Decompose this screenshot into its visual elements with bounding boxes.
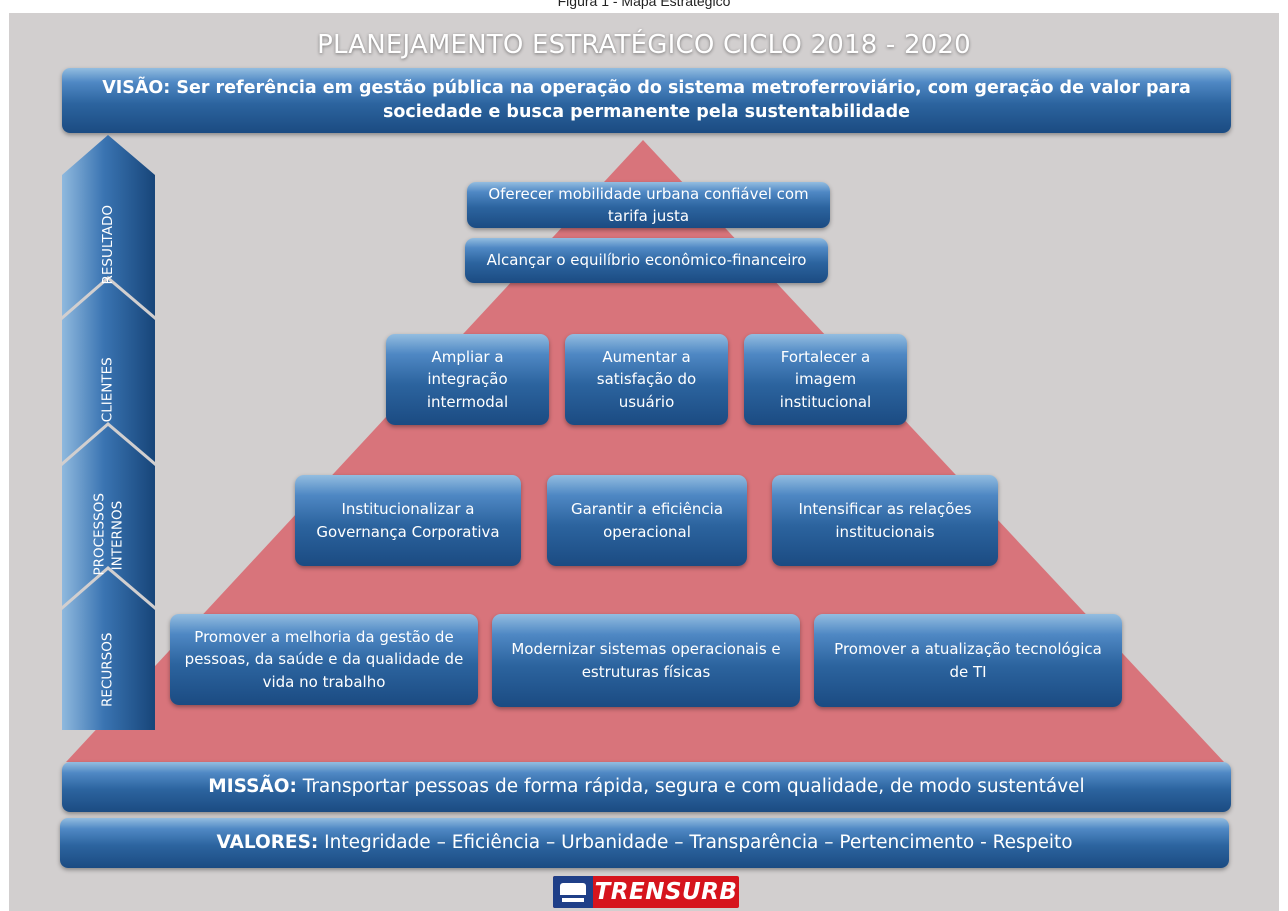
mission-text: Transportar pessoas de forma rápida, seg… xyxy=(296,775,1085,797)
arrow-segment-resultado xyxy=(62,135,155,316)
mission-label: MISSÃO: xyxy=(208,775,297,797)
arrow-segment-processos xyxy=(62,426,155,606)
objective-box: Alcançar o equilíbrio econômico-financei… xyxy=(465,238,828,283)
figure-caption: Figura 1 - Mapa Estratégico xyxy=(557,0,731,9)
objective-box: Aumentar a satisfação do usuário xyxy=(565,334,728,425)
objective-box: Ampliar a integração intermodal xyxy=(386,334,549,425)
objective-box: Promover a melhoria da gestão de pessoas… xyxy=(170,614,478,705)
perspective-label-resultado: RESULTADO xyxy=(99,205,116,285)
diagram-title: PLANEJAMENTO ESTRATÉGICO CICLO 2018 - 20… xyxy=(317,30,971,60)
perspective-processos: PROCESSOS INTERNOS xyxy=(62,466,155,606)
perspective-recursos: RECURSOS xyxy=(62,610,155,730)
objective-box: Oferecer mobilidade urbana confiável com… xyxy=(467,182,830,228)
objective-box: Intensificar as relações institucionais xyxy=(772,475,998,566)
values-banner: VALORES: Integridade – Eficiência – Urba… xyxy=(60,818,1229,868)
pyramid-triangle xyxy=(66,140,1224,762)
objective-box: Fortalecer a imagem institucional xyxy=(744,334,907,425)
perspective-label-clientes: CLIENTES xyxy=(99,357,116,423)
objective-box: Garantir a eficiência operacional xyxy=(547,475,747,566)
objective-box: Institucionalizar a Governança Corporati… xyxy=(295,475,521,566)
objective-box: Promover a atualização tecnológica de TI xyxy=(814,614,1122,707)
arrow-segment-clientes xyxy=(62,280,155,462)
logo-text: TRENSURB xyxy=(594,879,738,905)
trensurb-logo: TRENSURB xyxy=(553,876,739,908)
perspective-label-processos: PROCESSOS INTERNOS xyxy=(90,493,125,576)
values-label: VALORES: xyxy=(216,831,319,853)
vision-banner: VISÃO: Ser referência em gestão pública … xyxy=(62,68,1231,133)
perspective-clientes: CLIENTES xyxy=(62,320,155,460)
perspective-label-recursos: RECURSOS xyxy=(99,632,116,708)
objective-box: Modernizar sistemas operacionais e estru… xyxy=(492,614,800,707)
values-text: Integridade – Eficiência – Urbanidade – … xyxy=(318,831,1073,853)
perspective-resultado: RESULTADO xyxy=(62,175,155,315)
train-icon xyxy=(553,876,593,908)
mission-banner: MISSÃO: Transportar pessoas de forma ráp… xyxy=(62,762,1231,812)
arrow-segment-recursos xyxy=(62,570,155,730)
